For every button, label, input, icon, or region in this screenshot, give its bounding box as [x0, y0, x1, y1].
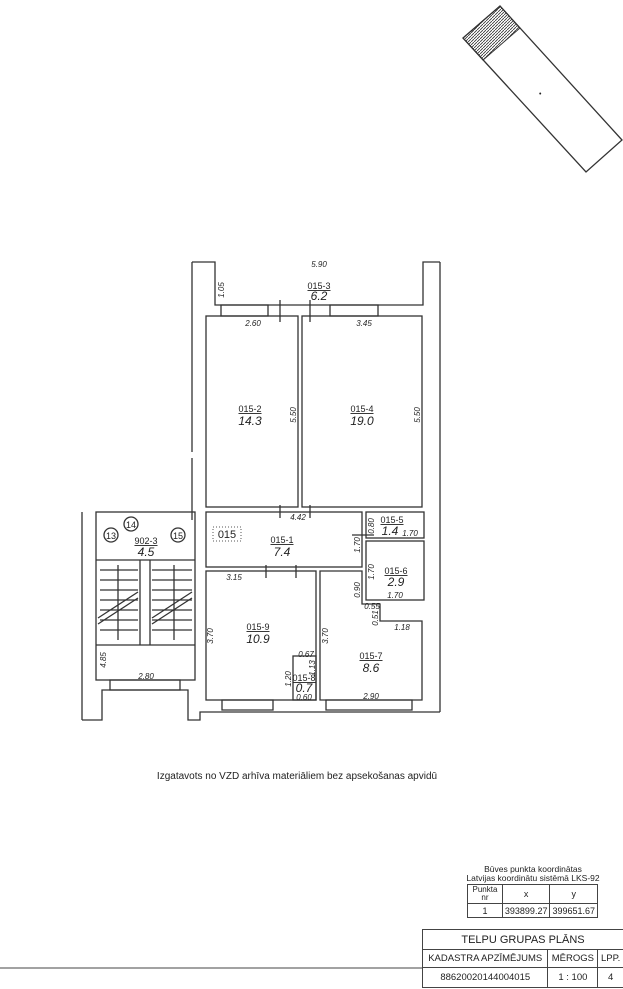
point-nr: 1: [467, 903, 503, 918]
room-labels: 015-3 6.2 015-2 14.3 015-4 19.0 015-1 7.…: [134, 281, 407, 695]
scale-value: 1 : 100: [547, 967, 599, 988]
walls: [81, 261, 441, 721]
axis-marker-14: 14: [126, 520, 136, 530]
room-area: 8.6: [363, 661, 380, 675]
room-id: 015-7: [359, 651, 382, 661]
room-area: 14.3: [238, 414, 262, 428]
room-area: 0.7: [296, 681, 314, 695]
header-point-nr: Punkta nr: [467, 884, 503, 904]
dimension: 3.70: [321, 628, 330, 644]
dimension: 4.85: [99, 652, 108, 668]
room-area: 4.5: [138, 545, 155, 559]
header-cadastre: KADASTRA APZĪMĒJUMS: [421, 949, 549, 968]
axis-marker-15: 15: [173, 531, 183, 541]
dimension: 3.45: [356, 319, 372, 328]
dimension: 1.13: [308, 660, 317, 676]
header-page: LPP.: [597, 949, 623, 968]
room-id: 015-1: [270, 535, 293, 545]
header-y: y: [549, 884, 598, 904]
coord-y: 399651.67: [549, 903, 598, 918]
room-area: 1.4: [382, 524, 399, 538]
header-x: x: [501, 884, 551, 904]
group-label: 015: [218, 529, 236, 541]
room-id: 015-3: [307, 281, 330, 291]
page-number: 4: [597, 967, 623, 988]
dimension: 5.50: [413, 407, 422, 423]
dimension: 1.70: [353, 537, 362, 553]
dimension: 1.20: [284, 671, 293, 687]
dimension: 0.80: [367, 518, 376, 534]
source-note: Izgatavots no VZD arhīva materiāliem bez…: [157, 771, 437, 782]
room-id: 902-3: [134, 536, 157, 546]
dimension: 1.18: [394, 623, 410, 632]
room-id: 015-5: [380, 515, 403, 525]
dimension: 4.42: [290, 513, 306, 522]
plan-title: TELPU GRUPAS PLĀNS: [422, 929, 623, 950]
dimension: 1.05: [217, 282, 226, 298]
room-area: 10.9: [246, 632, 270, 646]
dimension: 1.70: [367, 564, 376, 580]
site-plan: •: [462, 5, 623, 173]
axis-markers: 13 14 15 015: [103, 516, 242, 543]
room-area: 6.2: [311, 289, 328, 303]
dimension: 0.60: [296, 693, 312, 702]
axis-marker-13: 13: [106, 531, 116, 541]
cadastre-number: 88620020144004015: [421, 967, 549, 988]
dimension: 0.90: [353, 582, 362, 598]
coord-x: 393899.27: [501, 903, 551, 918]
room-id: 015-2: [238, 404, 261, 414]
coords-title: Būves punkta koordinātas: [484, 864, 582, 874]
dimension: 3.15: [226, 573, 242, 582]
dimension: 3.70: [206, 628, 215, 644]
room-id: 015-9: [246, 622, 269, 632]
room-id: 015-4: [350, 404, 373, 414]
dimensions: 5.90 1.05 2.60 3.45 5.50 5.50 4.42 0.80 …: [99, 260, 422, 702]
dimension: 1.70: [387, 591, 403, 600]
dimension: 0.51: [371, 610, 380, 626]
room-id: 015-6: [384, 566, 407, 576]
room-area: 7.4: [274, 545, 291, 559]
room-area: 2.9: [387, 575, 405, 589]
header-scale: MĒROGS: [547, 949, 599, 968]
coords-subtitle: Latvijas koordinātu sistēmā LKS-92: [466, 873, 600, 883]
dimension: 0.67: [298, 650, 314, 659]
dimension: 2.80: [137, 672, 154, 681]
dimension: 5.90: [311, 260, 327, 269]
dimension: 2.60: [244, 319, 261, 328]
dimension: 5.50: [289, 407, 298, 423]
room-id: 015-8: [292, 673, 315, 683]
dimension: 1.70: [402, 529, 418, 538]
dimension: 2.90: [362, 692, 379, 701]
svg-text:•: •: [539, 91, 542, 98]
dimension: 0.55: [364, 602, 380, 611]
room-area: 19.0: [350, 414, 374, 428]
